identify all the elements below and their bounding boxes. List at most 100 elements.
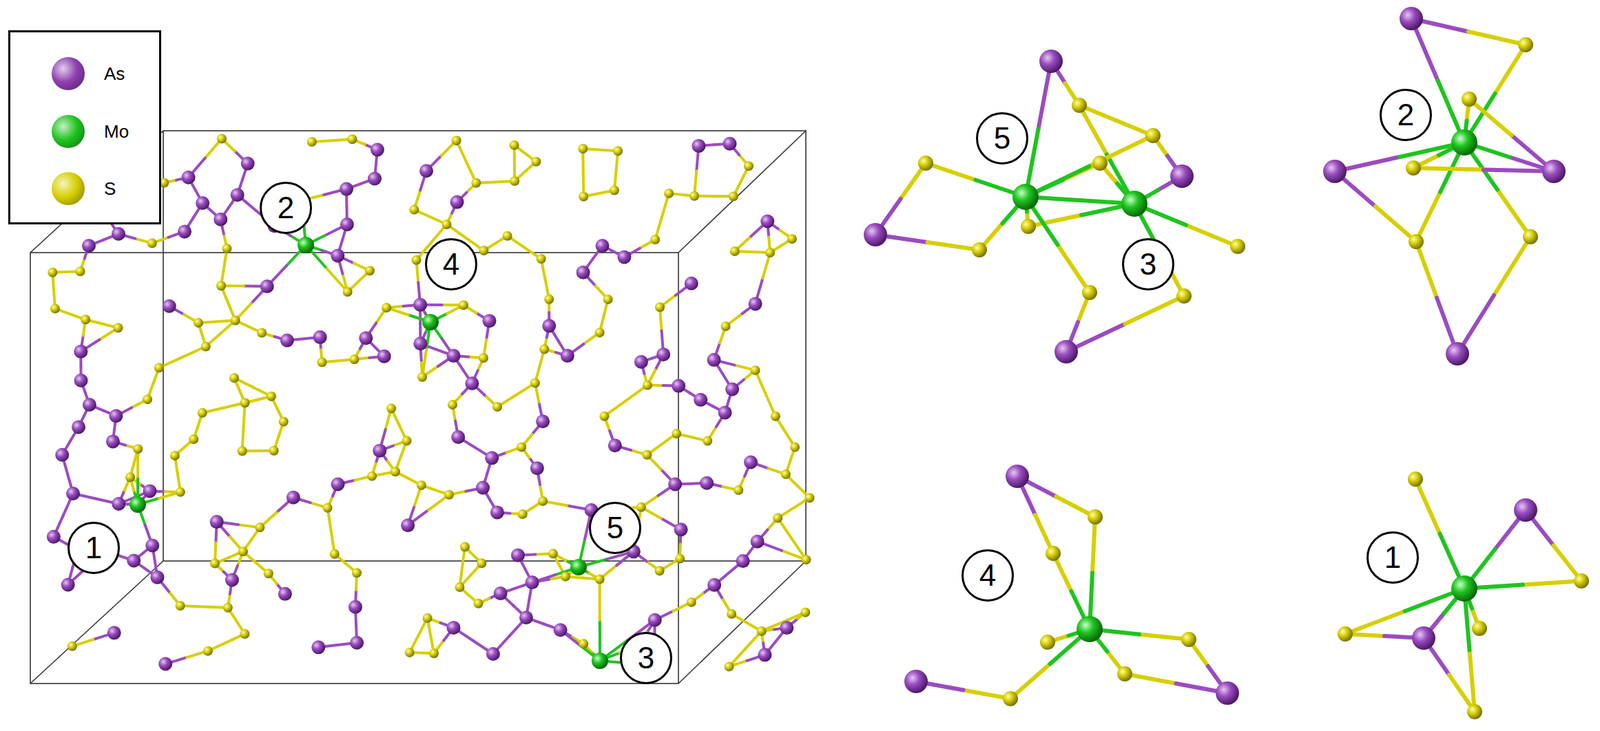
atom bbox=[111, 497, 126, 512]
atom bbox=[1087, 509, 1103, 525]
atom bbox=[725, 382, 740, 397]
atom bbox=[770, 411, 781, 422]
atom bbox=[490, 505, 505, 520]
atom bbox=[1121, 190, 1148, 217]
atom bbox=[419, 163, 434, 178]
atom bbox=[1405, 160, 1421, 176]
atom bbox=[671, 429, 682, 439]
atom bbox=[1337, 626, 1353, 642]
atom bbox=[230, 316, 241, 326]
atom bbox=[409, 205, 419, 215]
atom bbox=[239, 629, 250, 640]
atom bbox=[733, 485, 744, 496]
atom bbox=[444, 490, 454, 501]
atom bbox=[482, 314, 496, 328]
callout-number: 1 bbox=[67, 522, 120, 575]
bond bbox=[1495, 44, 1527, 94]
legend-swatch bbox=[51, 172, 85, 206]
atom bbox=[195, 196, 210, 211]
bond bbox=[927, 242, 981, 251]
atom bbox=[46, 530, 61, 545]
atom bbox=[450, 195, 465, 210]
atom bbox=[278, 417, 289, 428]
atom bbox=[1040, 635, 1056, 651]
atom bbox=[225, 573, 240, 588]
atom bbox=[516, 442, 527, 453]
atom bbox=[411, 255, 421, 266]
atom bbox=[55, 448, 69, 463]
bond bbox=[1125, 296, 1185, 325]
atom bbox=[471, 178, 481, 189]
atom bbox=[650, 234, 660, 245]
atom bbox=[349, 354, 359, 365]
atom bbox=[460, 542, 470, 553]
atom bbox=[73, 345, 88, 359]
atom bbox=[476, 558, 487, 569]
atom bbox=[1054, 340, 1078, 364]
atom bbox=[863, 223, 888, 247]
atom bbox=[636, 502, 647, 513]
atom bbox=[237, 446, 248, 456]
legend-swatch bbox=[51, 57, 85, 91]
atom bbox=[684, 276, 699, 291]
atom bbox=[800, 608, 810, 618]
atom bbox=[493, 586, 508, 601]
atom bbox=[401, 435, 412, 446]
atom bbox=[1451, 129, 1478, 156]
atom bbox=[736, 554, 751, 569]
atom bbox=[693, 393, 708, 408]
atom bbox=[750, 535, 765, 549]
atom bbox=[779, 621, 794, 636]
callout-number: 5 bbox=[975, 112, 1029, 165]
atom bbox=[370, 143, 385, 158]
atom bbox=[591, 652, 609, 670]
bond bbox=[1469, 99, 1512, 136]
atom bbox=[642, 380, 653, 391]
atom bbox=[311, 640, 326, 655]
atom bbox=[451, 430, 465, 445]
atom bbox=[609, 185, 620, 196]
atom bbox=[340, 217, 355, 232]
bond bbox=[1079, 105, 1107, 155]
atom bbox=[1039, 49, 1063, 74]
atom bbox=[1170, 164, 1194, 189]
atom bbox=[595, 574, 605, 585]
bond bbox=[1497, 190, 1531, 238]
atom bbox=[372, 444, 387, 459]
atom bbox=[203, 646, 213, 657]
atom bbox=[1012, 183, 1039, 211]
atom bbox=[648, 613, 662, 628]
atom bbox=[126, 554, 141, 569]
atom bbox=[1020, 219, 1036, 235]
atom bbox=[413, 336, 428, 351]
atom bbox=[240, 398, 251, 408]
atom bbox=[347, 134, 357, 144]
atom bbox=[804, 493, 815, 503]
atom bbox=[365, 265, 375, 276]
atom bbox=[348, 600, 363, 615]
atom bbox=[519, 610, 534, 625]
atom bbox=[260, 279, 275, 294]
atom bbox=[241, 157, 255, 171]
atom bbox=[286, 491, 301, 505]
atom bbox=[323, 503, 333, 514]
atom bbox=[367, 171, 382, 186]
atom bbox=[578, 192, 589, 202]
atom bbox=[509, 140, 520, 151]
atom bbox=[1176, 288, 1192, 304]
atom bbox=[1117, 666, 1133, 682]
atom bbox=[106, 434, 120, 449]
atom bbox=[386, 403, 397, 414]
atom bbox=[71, 420, 86, 434]
legend-swatch bbox=[51, 115, 85, 149]
atom bbox=[699, 476, 714, 491]
atom bbox=[724, 661, 735, 672]
atom bbox=[125, 472, 135, 483]
atom bbox=[671, 379, 686, 394]
atom bbox=[143, 484, 158, 498]
atom bbox=[280, 334, 295, 348]
atom bbox=[66, 486, 80, 501]
atom bbox=[1573, 573, 1589, 589]
atom bbox=[577, 143, 588, 154]
atom bbox=[188, 434, 199, 445]
